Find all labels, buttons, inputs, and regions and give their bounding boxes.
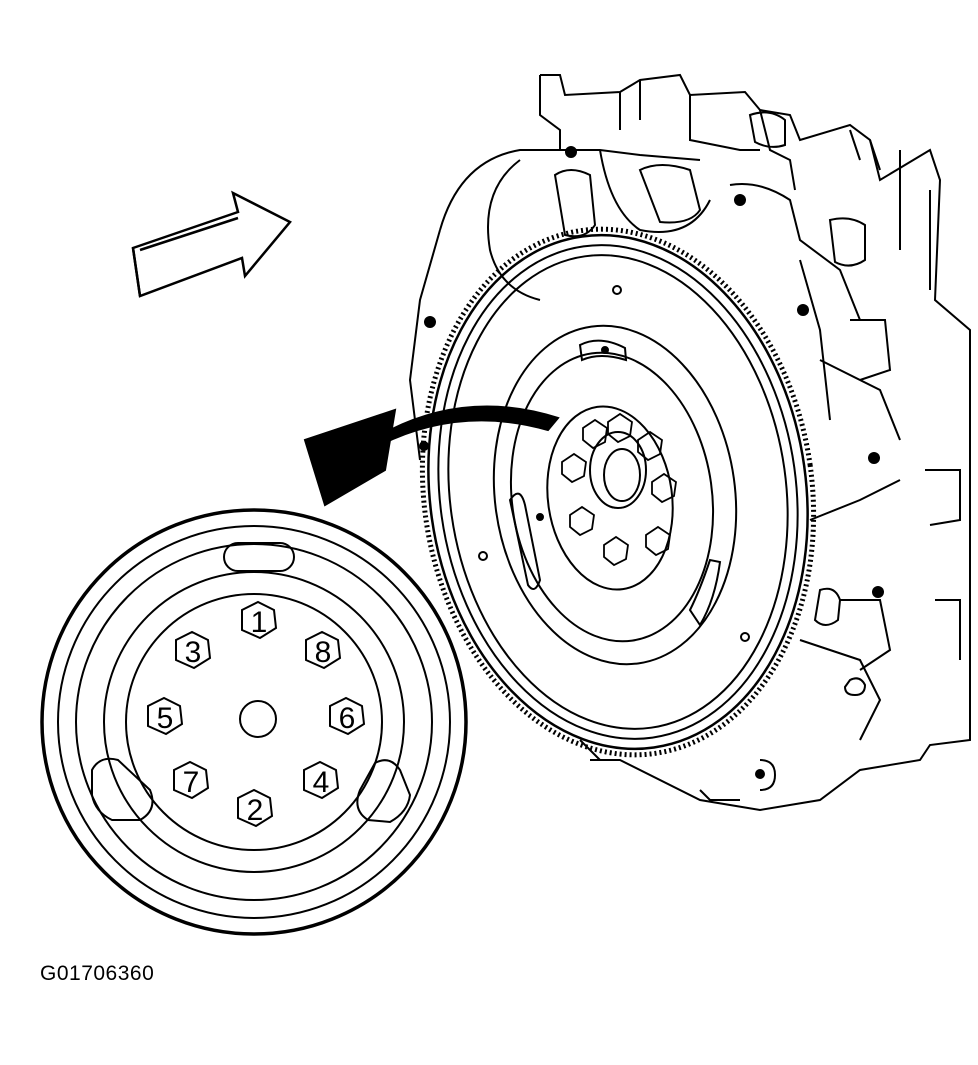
bolt-label-7: 7 [183, 766, 200, 799]
bolt-label-1: 1 [251, 606, 268, 639]
numbered-bolts [147, 600, 366, 828]
bolt-hex-7 [173, 760, 210, 800]
bolt-label-3: 3 [185, 636, 202, 669]
flywheel [419, 226, 817, 758]
flywheel-bolts [561, 412, 677, 567]
bolt-hex-6 [329, 696, 366, 736]
bolt-hex-4 [303, 760, 340, 800]
bolt-label-8: 8 [315, 636, 332, 669]
bolt-hex-2 [237, 788, 274, 828]
bolt-hex-1 [241, 600, 278, 640]
callout-arrow [303, 405, 560, 507]
bolt-label-6: 6 [339, 702, 356, 735]
figure-id: G01706360 [40, 962, 155, 985]
bolt-sequence-inset [40, 508, 468, 936]
bolt-label-5: 5 [157, 702, 174, 735]
view-direction-arrow [131, 190, 292, 298]
block-mounting-holes [419, 146, 884, 779]
engine-block [408, 73, 971, 812]
bolt-hex-8 [305, 630, 342, 670]
bolt-label-4: 4 [313, 766, 330, 799]
bolt-hex-3 [175, 630, 212, 670]
bolt-label-2: 2 [247, 794, 264, 827]
bolt-hex-5 [147, 696, 184, 736]
